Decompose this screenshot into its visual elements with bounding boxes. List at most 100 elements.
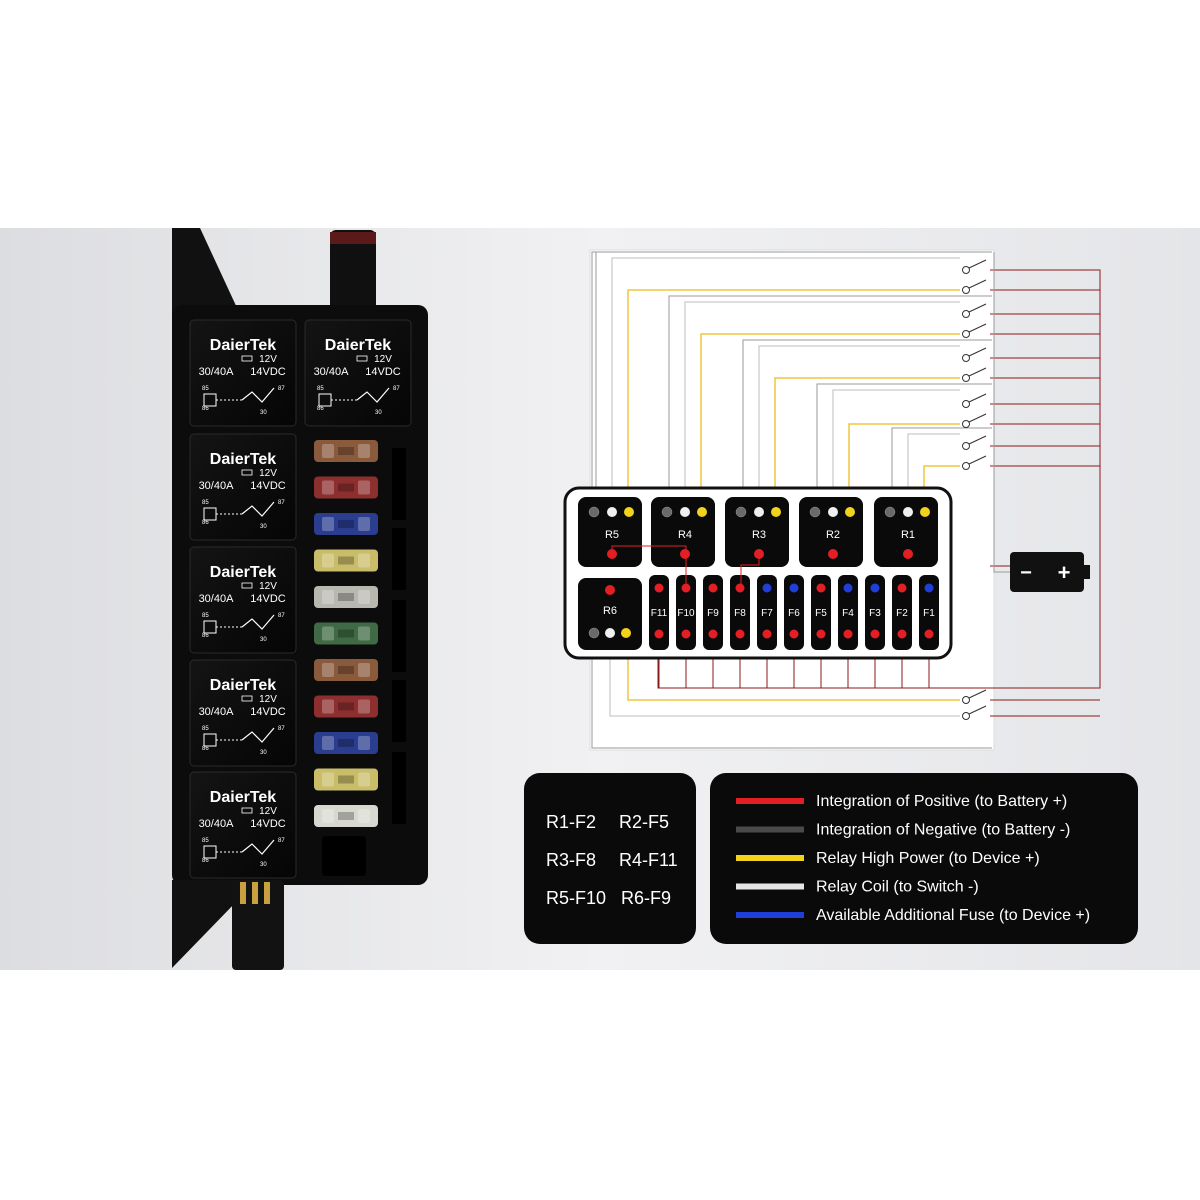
coil-pin bbox=[903, 507, 913, 517]
high-power-pin bbox=[697, 507, 707, 517]
pin-label: 30 bbox=[260, 862, 267, 868]
relay-current-label: 30/40A bbox=[199, 480, 235, 492]
positive-pin bbox=[828, 549, 838, 559]
fuse-bottom-pin bbox=[681, 629, 691, 639]
legend-item: Relay High Power (to Device +) bbox=[736, 850, 1040, 867]
high-power-pin bbox=[624, 507, 634, 517]
switch-icon bbox=[962, 323, 987, 338]
legend-label: Integration of Negative (to Battery -) bbox=[816, 822, 1070, 839]
pin-label: 86 bbox=[202, 633, 209, 639]
negative-pin bbox=[588, 627, 600, 639]
coil-wire bbox=[907, 433, 960, 510]
legend-swatch bbox=[736, 798, 804, 804]
positive-pin bbox=[903, 549, 913, 559]
switch-icon bbox=[962, 435, 987, 450]
pin-label: 85 bbox=[202, 726, 209, 732]
diagram-relay: R4 bbox=[651, 497, 715, 567]
coil-symbol-icon bbox=[241, 695, 253, 702]
relay-voltage-label: 12V bbox=[259, 354, 277, 365]
relay-voltage-label: 12V bbox=[259, 468, 277, 479]
high-power-wire bbox=[848, 423, 960, 510]
fuse-label: F9 bbox=[707, 608, 719, 619]
high-power-wire bbox=[774, 377, 960, 510]
pin-label: 30 bbox=[260, 750, 267, 756]
relay-label: R4 bbox=[678, 529, 692, 541]
fuse-bottom-pin bbox=[816, 629, 826, 639]
legend-label: Integration of Positive (to Battery +) bbox=[816, 793, 1067, 810]
fuse-top-pin bbox=[816, 583, 826, 593]
fuse-label: F2 bbox=[896, 608, 908, 619]
fuse-top-pin bbox=[870, 583, 880, 593]
fuse-label: F3 bbox=[869, 608, 881, 619]
positive-wire bbox=[990, 445, 1101, 572]
diagram-fuse: F8 bbox=[730, 575, 750, 650]
battery: − + bbox=[1010, 552, 1090, 592]
mapping-r6-f9: R6-F9 bbox=[621, 888, 671, 908]
blade-fuse bbox=[314, 622, 378, 645]
high-power-pin bbox=[621, 628, 631, 638]
switch-icon bbox=[962, 303, 987, 318]
fuse-top-pin bbox=[708, 583, 718, 593]
fuse-bottom-pin bbox=[762, 629, 772, 639]
fuse-label: F6 bbox=[788, 608, 800, 619]
fuse-label: F5 bbox=[815, 608, 827, 619]
coil-wire bbox=[668, 295, 992, 510]
relay-brand-label: DaierTek bbox=[210, 789, 277, 806]
diagram-relay: R5 bbox=[578, 497, 642, 567]
diagram-fuse: F3 bbox=[865, 575, 885, 650]
blade-fuse bbox=[314, 732, 378, 754]
empty-slot bbox=[322, 836, 366, 876]
battery-minus-label: − bbox=[1020, 562, 1032, 584]
relay-current-label: 30/40A bbox=[199, 818, 235, 830]
switch-contact-icon bbox=[241, 387, 275, 403]
negative-pin bbox=[735, 506, 747, 518]
mapping-r2-f5: R2-F5 bbox=[619, 812, 669, 832]
fuse-label: F10 bbox=[677, 608, 695, 619]
coil-wire bbox=[832, 389, 960, 510]
fuse-label: F11 bbox=[651, 608, 668, 619]
diagram-fuse: F5 bbox=[811, 575, 831, 650]
pin-label: 85 bbox=[202, 838, 209, 844]
fuse-top-pin bbox=[654, 583, 664, 593]
fuse-bottom-pin bbox=[924, 629, 934, 639]
coil-pin bbox=[680, 507, 690, 517]
legend-swatch bbox=[736, 883, 804, 890]
pin-label: 87 bbox=[278, 386, 285, 392]
blade-fuse bbox=[314, 513, 378, 535]
fuse-label: F8 bbox=[734, 608, 746, 619]
coil-wire bbox=[609, 640, 960, 717]
diagram-fuse: F7 bbox=[757, 575, 777, 650]
wires bbox=[591, 251, 1101, 749]
blade-fuse bbox=[314, 659, 378, 681]
coil-wire bbox=[591, 640, 992, 749]
high-power-pin bbox=[771, 507, 781, 517]
diagram-fuse: F10 bbox=[676, 575, 696, 650]
blade-fuse bbox=[314, 768, 378, 791]
mapping-r1-f2: R1-F2 bbox=[546, 812, 596, 832]
legend-label: Relay High Power (to Device +) bbox=[816, 850, 1040, 867]
blade-fuse bbox=[314, 586, 378, 608]
internal-link bbox=[611, 545, 687, 584]
relay-voltage-label: 12V bbox=[374, 354, 392, 365]
pin-label: 86 bbox=[317, 406, 324, 412]
internal-link bbox=[740, 554, 760, 584]
switch-contact-icon bbox=[356, 387, 390, 403]
legend-swatch bbox=[736, 855, 804, 861]
diagram-fuse: F1 bbox=[919, 575, 939, 650]
relay-brand-label: DaierTek bbox=[210, 564, 277, 581]
pin-label: 87 bbox=[278, 500, 285, 506]
diagram-relay: R1 bbox=[874, 497, 938, 567]
relay-vdc-label: 14VDC bbox=[250, 706, 286, 718]
coil-wire bbox=[816, 383, 992, 510]
legend-item: Integration of Negative (to Battery -) bbox=[736, 822, 1070, 839]
pin-label: 30 bbox=[260, 524, 267, 530]
relay-current-label: 30/40A bbox=[199, 706, 235, 718]
coil-symbol-icon bbox=[241, 807, 253, 814]
switch-icon bbox=[962, 689, 987, 704]
